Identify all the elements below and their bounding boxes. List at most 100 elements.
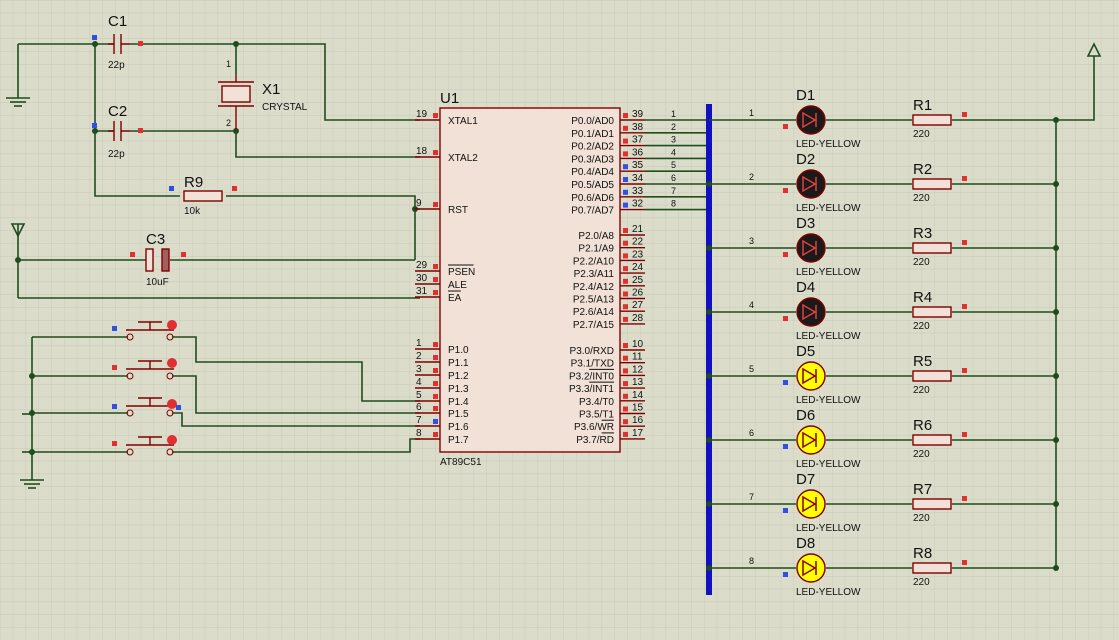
resistor-value: 220 (913, 129, 930, 140)
mcu-u1[interactable]: U1 AT89C51 19XTAL118XTAL29RST29PSEN30ALE… (415, 90, 645, 468)
mcu-pin-1[interactable]: 1P1.0 (415, 338, 469, 356)
mcu-pin-name: P0.1/AD1 (571, 129, 614, 140)
bus-net-label: 4 (671, 147, 676, 157)
mcu-pin-3[interactable]: 3P1.2 (415, 364, 469, 382)
crystal-x1[interactable]: 1 2 X1 CRYSTAL (218, 59, 308, 130)
mcu-pin-7[interactable]: 7P1.6 (415, 415, 469, 433)
resistor-value: 220 (913, 449, 930, 460)
led-ref: D3 (796, 215, 815, 232)
resistor-r9[interactable]: R9 10k (169, 174, 237, 217)
mcu-pin-number: 1 (416, 338, 422, 349)
resistor-value: 220 (913, 385, 930, 396)
mcu-pin-number: 34 (632, 173, 644, 184)
mcu-pin-name: P1.0 (448, 345, 469, 356)
ground-symbol-top (6, 96, 30, 107)
mcu-pin-8[interactable]: 8P1.7 (415, 428, 469, 446)
mcu-pin-2[interactable]: 2P1.1 (415, 351, 469, 369)
mcu-pin-number: 19 (416, 109, 428, 120)
led-ref: D8 (796, 535, 815, 552)
x1-ref: X1 (262, 81, 280, 98)
mcu-pin-name: P0.3/AD3 (571, 154, 614, 165)
led-type: LED-YELLOW (796, 587, 861, 598)
led-net-label: 7 (749, 492, 754, 502)
pushbutton-1[interactable] (112, 320, 177, 341)
mcu-pin-4[interactable]: 4P1.3 (415, 377, 469, 395)
led-type: LED-YELLOW (796, 267, 861, 278)
led-ref: D2 (796, 151, 815, 168)
mcu-pin-number: 3 (416, 364, 422, 375)
bus-net-label: 8 (671, 199, 676, 209)
led-array: 1D1LED-YELLOWR12202D2LED-YELLOWR22203D3L… (706, 87, 1059, 598)
pushbutton-3[interactable] (112, 397, 181, 417)
mcu-pin-5[interactable]: 5P1.4 (415, 390, 469, 408)
capacitor-c2[interactable]: C2 22p (92, 103, 143, 160)
mcu-pin-number: 11 (632, 352, 643, 363)
capacitor-c1[interactable]: C1 22p (92, 13, 143, 71)
led-type: LED-YELLOW (796, 331, 861, 342)
mcu-pin-number: 8 (416, 428, 422, 439)
mcu-pin-6[interactable]: 6P1.5 (415, 402, 469, 420)
oscillator-wiring (15, 41, 420, 299)
led-ref: D7 (796, 471, 815, 488)
mcu-pin-number: 26 (632, 288, 644, 299)
pushbutton-2[interactable] (112, 358, 177, 380)
capacitor-c3[interactable]: C3 10uF (130, 231, 186, 288)
mcu-pin-number: 22 (632, 237, 644, 248)
mcu-pin-name: XTAL1 (448, 116, 478, 127)
mcu-pin-name: P3.0/RXD (570, 346, 614, 357)
led-net-label: 3 (749, 236, 754, 246)
mcu-pin-name: P3.6/WR (574, 422, 614, 433)
pushbutton-4[interactable] (112, 435, 177, 456)
led-net-label: 4 (749, 300, 754, 310)
